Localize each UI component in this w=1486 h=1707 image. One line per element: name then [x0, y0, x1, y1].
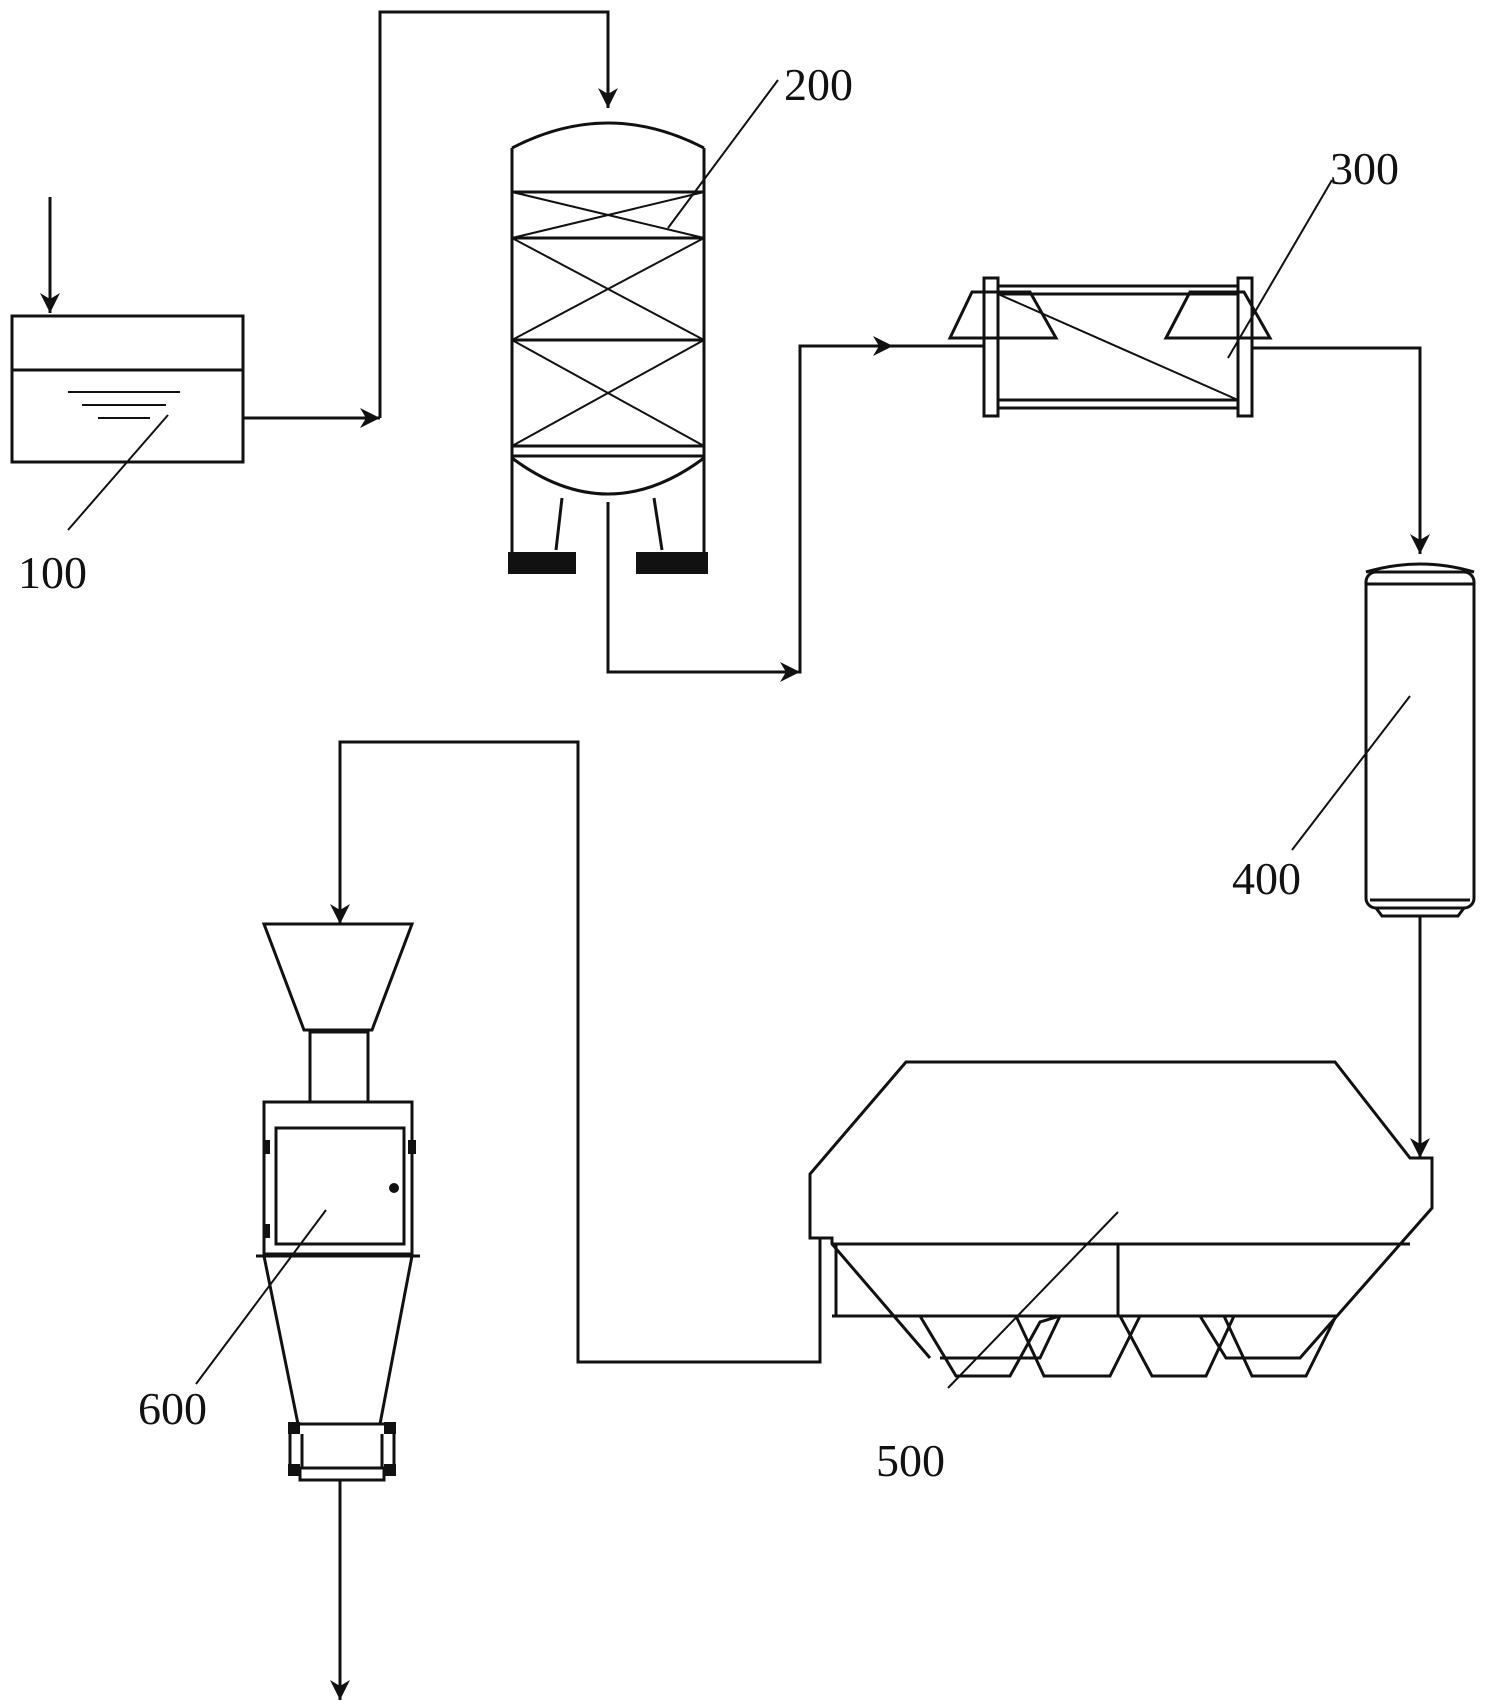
- label-separator: 600: [138, 1383, 207, 1434]
- dryer-leader-line: [947, 1211, 1119, 1389]
- label-heat-exchanger: 300: [1330, 143, 1399, 194]
- tank-leader-line: [67, 414, 169, 531]
- packed-tower: [508, 121, 708, 574]
- cyclone-separator: [256, 922, 420, 1482]
- label-dryer: 500: [876, 1435, 945, 1486]
- storage-vessel: [1364, 562, 1476, 918]
- exchanger-leader-line: [1227, 179, 1333, 359]
- label-vessel: 400: [1232, 853, 1301, 904]
- heat-exchanger: [982, 276, 1254, 418]
- feed-tank: [10, 314, 245, 464]
- tower-leader-line: [667, 79, 779, 229]
- pipe-exchanger-to-vessel: [1252, 346, 1430, 554]
- dryer-unit: [808, 290, 1434, 1378]
- label-tower: 200: [784, 59, 853, 110]
- separator-leader-line: [195, 1209, 327, 1385]
- pipe-tower-to-exchanger: [606, 336, 984, 682]
- pipe-dryer-to-separator: [330, 740, 822, 1364]
- vessel-leader-line: [1291, 695, 1411, 851]
- pipe-tank-to-tower: [243, 10, 618, 428]
- label-tank: 100: [18, 547, 87, 598]
